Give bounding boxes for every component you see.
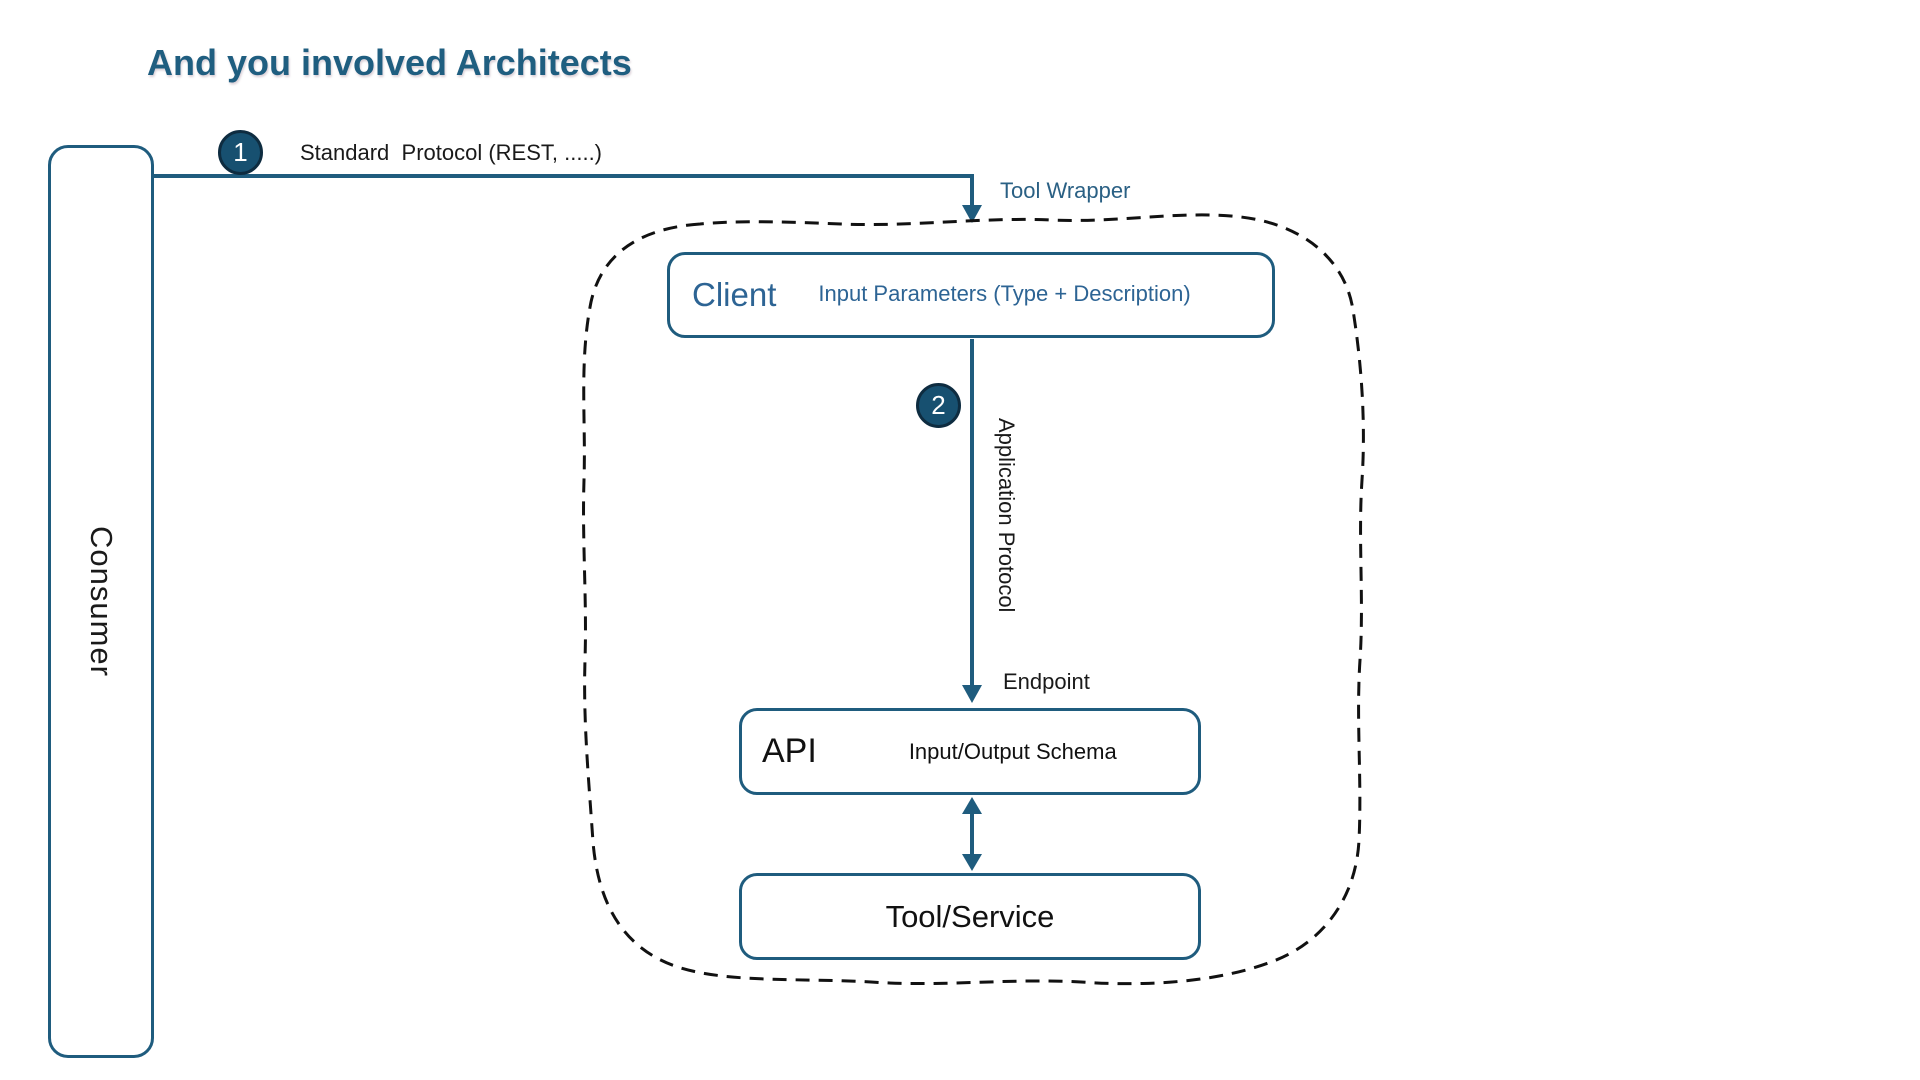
arrow-down-icon	[962, 685, 982, 703]
arrow-down-icon	[962, 854, 982, 871]
client-subtitle: Input Parameters (Type + Description)	[818, 281, 1191, 306]
consumer-label: Consumer	[84, 526, 119, 677]
client-to-api-arrow	[962, 339, 982, 703]
slide-title: And you involved Architects	[147, 42, 632, 83]
step1-label: Standard Protocol (REST, .....)	[300, 140, 603, 165]
tool-wrapper-label: Tool Wrapper	[1000, 178, 1131, 203]
step1-number: 1	[233, 137, 248, 167]
tool-service-label: Tool/Service	[885, 898, 1055, 934]
application-protocol-label: Application Protocol	[994, 418, 1019, 613]
api-subtitle: Input/Output Schema	[908, 738, 1117, 764]
consumer-box: Consumer	[48, 145, 154, 1058]
client-box: Client Input Parameters (Type + Descript…	[667, 252, 1275, 338]
endpoint-label: Endpoint	[1003, 669, 1090, 694]
consumer-to-wrapper-arrow	[150, 174, 982, 223]
client-title: Client	[692, 276, 777, 313]
api-tool-double-arrow	[962, 797, 982, 871]
step2-number: 2	[931, 390, 946, 420]
step1-badge: 1	[218, 130, 263, 175]
api-box: API Input/Output Schema	[739, 708, 1201, 795]
arrow-up-icon	[962, 797, 982, 814]
tool-service-box: Tool/Service	[739, 873, 1201, 960]
api-title: API	[762, 732, 817, 770]
arrow-down-icon	[962, 205, 982, 223]
step2-badge: 2	[916, 383, 961, 428]
